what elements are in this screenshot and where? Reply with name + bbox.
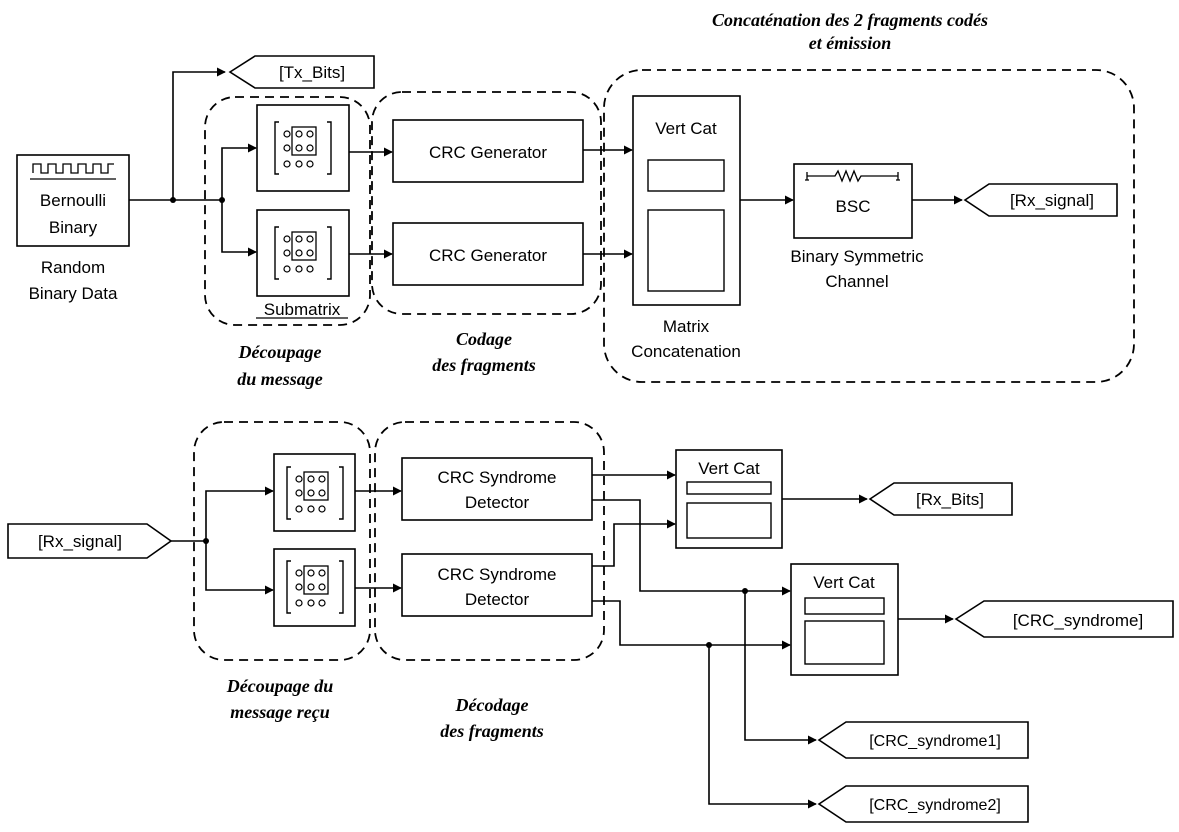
- random-caption: Random: [41, 258, 105, 277]
- vertcat-rx-bits-block[interactable]: Vert Cat: [675, 449, 783, 549]
- annotation-decodage-b: des fragments: [440, 721, 544, 741]
- rx-signal-goto-tag[interactable]: [Rx_signal]: [963, 183, 1118, 217]
- tx-bits-label: [Tx_Bits]: [279, 63, 345, 82]
- crc-detector-2-line1: CRC Syndrome: [437, 565, 556, 584]
- submatrix-caption: Submatrix: [264, 300, 341, 319]
- rx-bits-label: [Rx_Bits]: [916, 490, 984, 509]
- annotation-decodage-a: Décodage: [455, 695, 529, 715]
- group-codage-fragments: [371, 91, 602, 315]
- wire-to-submatrix-1: [221, 143, 257, 200]
- crc-syndrome-goto-tag[interactable]: [CRC_syndrome]: [954, 600, 1174, 638]
- vertcat-top-label: Vert Cat: [655, 119, 717, 138]
- crc-syndrome-detector-block-2[interactable]: CRC Syndrome Detector: [401, 553, 593, 617]
- crc-syndrome-detector-block-1[interactable]: CRC Syndrome Detector: [401, 457, 593, 521]
- wire-to-rx-sub1: [205, 486, 274, 541]
- matrix-caption: Matrix: [663, 317, 710, 336]
- annotation-decoupage-2a: Découpage du: [226, 676, 334, 696]
- vertcat-syn-label: Vert Cat: [813, 573, 875, 592]
- bernoulli-binary-block[interactable]: Bernoulli Binary: [16, 154, 130, 247]
- wire-det2-data: [592, 519, 676, 567]
- annotation-codage-b: des fragments: [432, 355, 536, 375]
- binary-label: Binary: [49, 218, 98, 237]
- bernoulli-label: Bernoulli: [40, 191, 106, 210]
- annotation-decoupage-2b: message reçu: [230, 702, 329, 722]
- wire-det2-syndrome: [592, 600, 791, 650]
- concatenation-caption: Concatenation: [631, 342, 741, 361]
- wire-to-syndrome2: [708, 645, 817, 809]
- bsc-caption-2: Channel: [825, 272, 888, 291]
- rx-bits-goto-tag[interactable]: [Rx_Bits]: [868, 482, 1013, 516]
- group-concatenation-emission: [603, 69, 1135, 383]
- wire-to-tx-bits: [172, 67, 226, 200]
- wire-to-submatrix-2: [221, 200, 257, 257]
- channel-icon: [805, 169, 900, 183]
- rx-submatrix-block-2[interactable]: [273, 548, 356, 627]
- crc-generator-1-label: CRC Generator: [429, 143, 547, 162]
- annotation-codage-a: Codage: [456, 329, 512, 349]
- submatrix-block-1[interactable]: [256, 104, 350, 192]
- annotation-concat-title-1: Concaténation des 2 fragments codés: [712, 10, 988, 30]
- annotation-decoupage-1a: Découpage: [238, 342, 322, 362]
- wire-to-syndrome1: [744, 591, 817, 745]
- pulse-train-icon: [32, 163, 114, 174]
- crc-syndrome2-goto-tag[interactable]: [CRC_syndrome2]: [817, 785, 1029, 823]
- rx-signal-out-label: [Rx_signal]: [1010, 191, 1094, 210]
- crc-detector-1-line2: Detector: [465, 493, 530, 512]
- crc-generator-block-2[interactable]: CRC Generator: [392, 222, 584, 286]
- crc-syndrome-label: [CRC_syndrome]: [1013, 611, 1143, 630]
- wire-det1-syndrome: [592, 499, 791, 596]
- submatrix-block-2[interactable]: [256, 209, 350, 297]
- bsc-label: BSC: [836, 197, 871, 216]
- rx-signal-in-label: [Rx_signal]: [38, 532, 122, 551]
- bsc-caption-1: Binary Symmetric: [790, 247, 924, 266]
- crc-syndrome2-label: [CRC_syndrome2]: [869, 797, 1001, 814]
- rx-signal-from-tag[interactable]: [Rx_signal]: [7, 523, 173, 559]
- rx-submatrix-block-1[interactable]: [273, 453, 356, 532]
- crc-detector-1-line1: CRC Syndrome: [437, 468, 556, 487]
- annotation-concat-title-2: et émission: [809, 33, 892, 53]
- group-decoupage-message: [204, 96, 371, 326]
- crc-generator-2-label: CRC Generator: [429, 246, 547, 265]
- binary-data-caption: Binary Data: [29, 284, 118, 303]
- tx-bits-goto-tag[interactable]: [Tx_Bits]: [228, 55, 375, 89]
- crc-detector-2-line2: Detector: [465, 590, 530, 609]
- matrix-concatenation-block[interactable]: Vert Cat: [632, 95, 741, 306]
- annotation-decoupage-1b: du message: [237, 369, 323, 389]
- vertcat-syndrome-block[interactable]: Vert Cat: [790, 563, 899, 676]
- wire-to-rx-sub2: [205, 541, 274, 595]
- crc-syndrome1-goto-tag[interactable]: [CRC_syndrome1]: [817, 721, 1029, 759]
- crc-generator-block-1[interactable]: CRC Generator: [392, 119, 584, 183]
- crc-syndrome1-label: [CRC_syndrome1]: [869, 733, 1001, 750]
- bsc-block[interactable]: BSC: [793, 163, 913, 239]
- group-decodage-fragments: [374, 421, 605, 661]
- vertcat-rx-label: Vert Cat: [698, 459, 760, 478]
